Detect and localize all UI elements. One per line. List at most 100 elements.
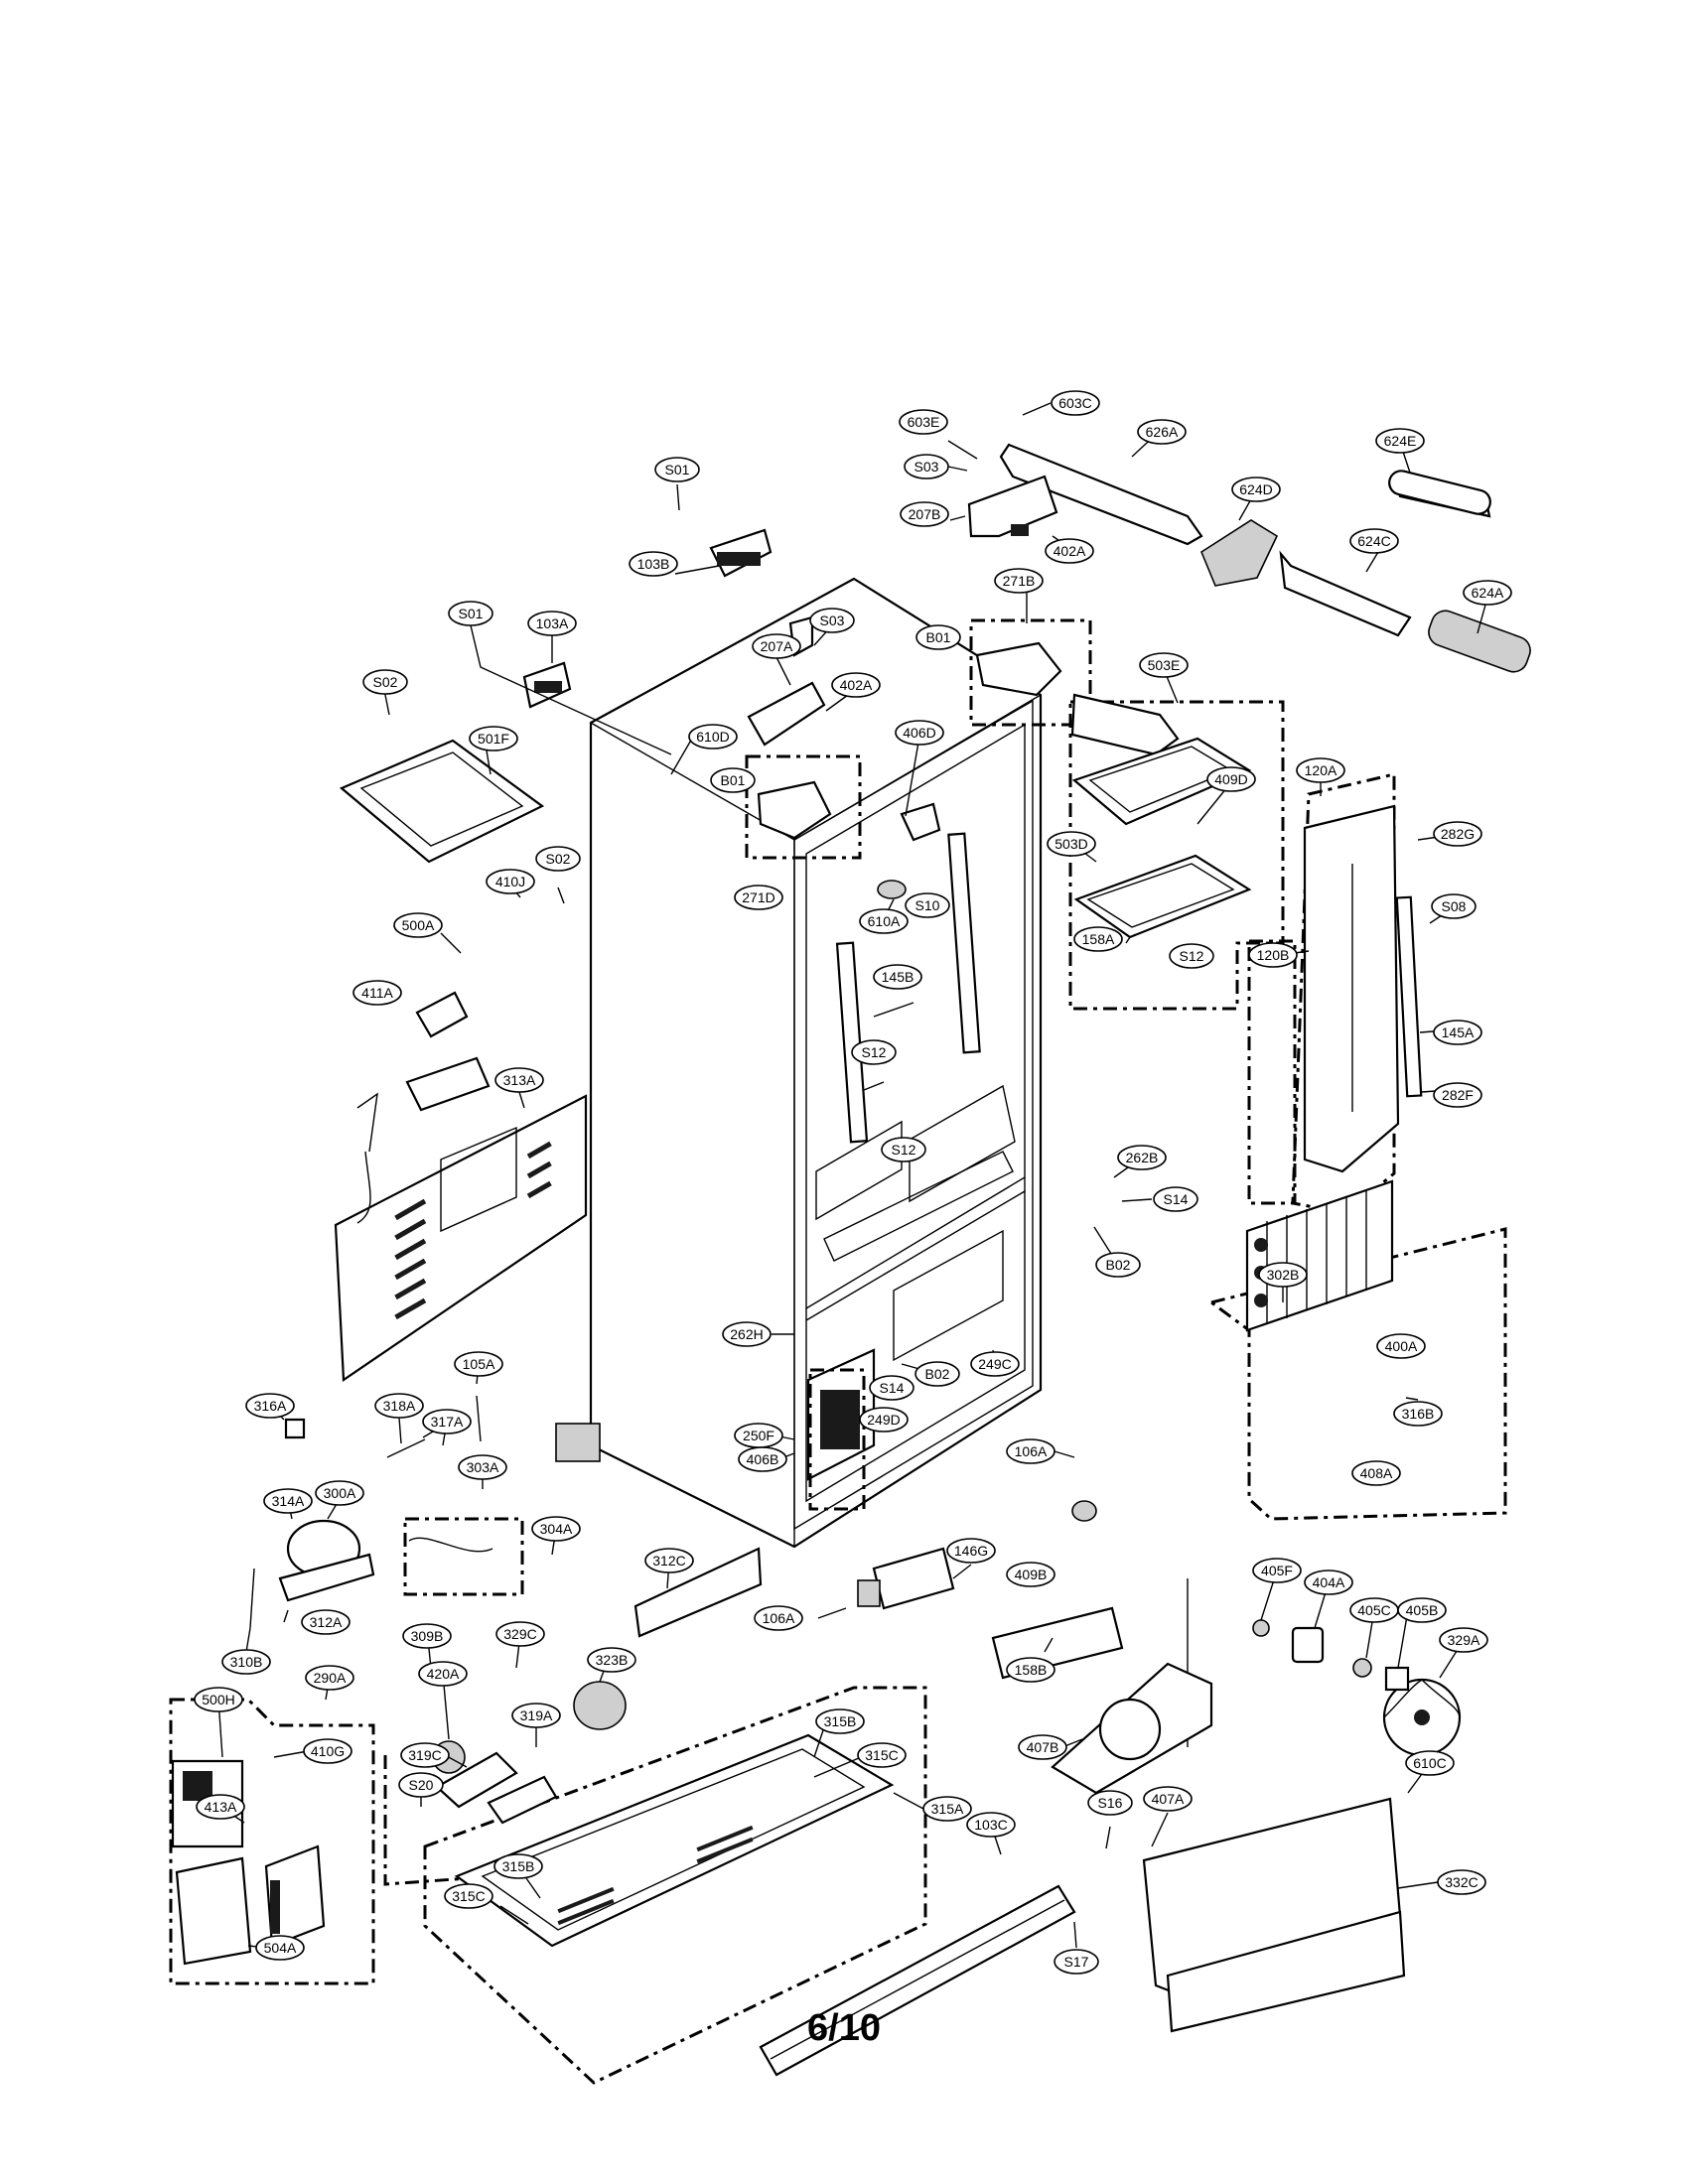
callout-B02-upper: B02: [1095, 1252, 1141, 1278]
svg-text:S08: S08: [1442, 898, 1467, 914]
svg-text:332C: 332C: [1445, 1874, 1477, 1890]
callout-410G: 410G: [303, 1738, 352, 1764]
callout-S10: S10: [905, 892, 950, 918]
svg-text:420A: 420A: [427, 1666, 460, 1682]
svg-text:146G: 146G: [954, 1543, 988, 1559]
svg-text:408A: 408A: [1360, 1465, 1393, 1481]
svg-text:312A: 312A: [310, 1614, 343, 1630]
callout-145B: 145B: [873, 964, 922, 990]
svg-text:249C: 249C: [978, 1356, 1011, 1372]
callout-271D: 271D: [734, 885, 783, 910]
svg-text:282F: 282F: [1442, 1087, 1474, 1103]
svg-text:406D: 406D: [903, 725, 935, 741]
callout-420A: 420A: [418, 1661, 468, 1687]
svg-text:402A: 402A: [1054, 543, 1086, 559]
svg-text:318A: 318A: [383, 1398, 416, 1414]
svg-text:409B: 409B: [1015, 1567, 1048, 1582]
svg-text:624A: 624A: [1472, 585, 1504, 601]
svg-text:503E: 503E: [1148, 657, 1181, 673]
callout-501F: 501F: [469, 726, 518, 751]
callout-158B: 158B: [1006, 1657, 1055, 1683]
svg-text:103C: 103C: [974, 1817, 1007, 1833]
svg-text:411A: 411A: [361, 985, 393, 1001]
svg-text:B02: B02: [925, 1366, 950, 1382]
callout-310B: 310B: [221, 1649, 271, 1675]
callout-329A: 329A: [1439, 1627, 1488, 1653]
callout-B02-lower: B02: [914, 1361, 960, 1387]
svg-text:319A: 319A: [520, 1707, 553, 1723]
callout-S17: S17: [1054, 1949, 1099, 1975]
callout-271B: 271B: [994, 568, 1044, 594]
svg-text:402A: 402A: [840, 677, 873, 693]
svg-text:323B: 323B: [596, 1652, 629, 1668]
svg-text:S12: S12: [1180, 948, 1204, 964]
shelves: [339, 737, 1252, 939]
callout-409B: 409B: [1006, 1562, 1055, 1587]
callout-408A: 408A: [1351, 1460, 1401, 1486]
callout-S02-left: S02: [362, 669, 408, 695]
svg-text:409D: 409D: [1214, 771, 1247, 787]
duct-panel: [1303, 804, 1423, 1173]
callout-610A: 610A: [859, 908, 909, 934]
callout-402A-top: 402A: [1045, 538, 1094, 564]
callout-S01-left: S01: [448, 601, 493, 626]
callout-249D: 249D: [859, 1407, 909, 1433]
svg-text:120B: 120B: [1257, 947, 1290, 963]
callout-332C: 332C: [1437, 1869, 1486, 1895]
callout-315B-lower: 315B: [493, 1853, 543, 1879]
svg-text:405C: 405C: [1357, 1602, 1390, 1618]
svg-text:300A: 300A: [324, 1485, 356, 1501]
callout-S16: S16: [1087, 1790, 1133, 1816]
svg-text:316B: 316B: [1402, 1406, 1435, 1422]
callout-406D: 406D: [895, 720, 944, 746]
drain-pan: [454, 1733, 895, 1948]
svg-text:B02: B02: [1106, 1257, 1131, 1273]
svg-text:302B: 302B: [1267, 1267, 1300, 1283]
callout-610D: 610D: [688, 724, 738, 750]
svg-text:271B: 271B: [1003, 573, 1036, 589]
callout-407B: 407B: [1018, 1734, 1067, 1760]
callout-413A: 413A: [196, 1794, 245, 1820]
svg-text:400A: 400A: [1385, 1338, 1418, 1354]
callout-S20: S20: [398, 1772, 444, 1798]
svg-text:158A: 158A: [1082, 931, 1115, 947]
callout-120A: 120A: [1296, 757, 1345, 783]
svg-text:105A: 105A: [463, 1356, 495, 1372]
callout-312A: 312A: [301, 1609, 351, 1635]
callout-410J: 410J: [486, 869, 535, 894]
svg-text:145B: 145B: [882, 969, 914, 985]
svg-text:106A: 106A: [763, 1610, 795, 1626]
callout-S08: S08: [1431, 893, 1477, 919]
callout-282F: 282F: [1433, 1082, 1482, 1108]
callout-316B: 316B: [1393, 1401, 1443, 1427]
callout-106A-right: 106A: [1006, 1438, 1055, 1464]
callout-313A: 313A: [494, 1067, 544, 1093]
svg-text:B01: B01: [721, 772, 746, 788]
callout-405F: 405F: [1252, 1558, 1302, 1583]
toe-grille: [759, 1884, 1076, 2077]
svg-text:316A: 316A: [254, 1398, 287, 1414]
bottom-cover: [1142, 1797, 1406, 2033]
callout-329C: 329C: [495, 1621, 545, 1647]
callout-B01-top: B01: [915, 624, 961, 650]
compressor: [249, 1519, 375, 1629]
svg-text:309B: 309B: [411, 1628, 444, 1644]
svg-text:262B: 262B: [1126, 1150, 1159, 1165]
svg-text:S01: S01: [665, 462, 690, 478]
svg-text:329C: 329C: [503, 1626, 536, 1642]
callout-317A: 317A: [422, 1409, 472, 1434]
svg-text:207B: 207B: [909, 506, 941, 522]
callout-120B: 120B: [1248, 942, 1298, 968]
callout-S14-upper: S14: [1153, 1186, 1198, 1212]
callout-500H: 500H: [194, 1687, 243, 1712]
callout-262B: 262B: [1117, 1145, 1167, 1170]
svg-text:106A: 106A: [1015, 1443, 1048, 1459]
callout-405C: 405C: [1349, 1597, 1399, 1623]
callout-282G: 282G: [1433, 821, 1482, 847]
callout-402A-mid: 402A: [831, 672, 881, 698]
page-number: 6/10: [807, 2007, 881, 2049]
svg-text:624C: 624C: [1357, 533, 1390, 549]
svg-text:S14: S14: [1164, 1191, 1189, 1207]
callout-624C: 624C: [1349, 528, 1399, 554]
callout-145A: 145A: [1433, 1020, 1482, 1045]
